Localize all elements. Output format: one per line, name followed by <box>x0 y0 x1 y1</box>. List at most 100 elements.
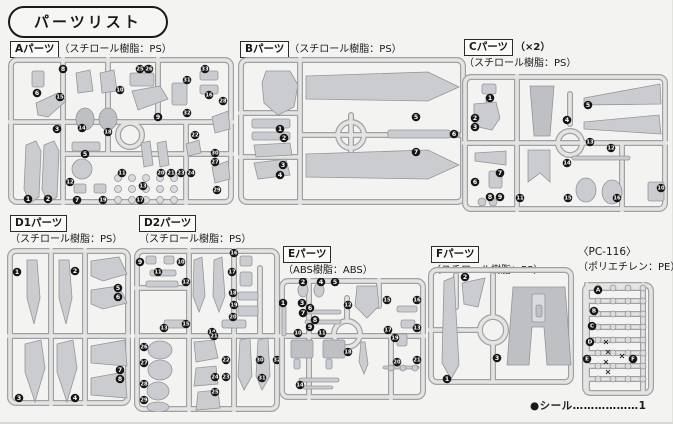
sprue-A-drawing: 1234567891011121314151617181920212223242… <box>8 57 234 205</box>
svg-text:13: 13 <box>586 139 594 145</box>
svg-text:16: 16 <box>613 195 621 201</box>
svg-text:17: 17 <box>228 269 236 275</box>
svg-text:30: 30 <box>256 357 264 363</box>
svg-text:6: 6 <box>473 179 477 186</box>
svg-text:3: 3 <box>281 162 285 169</box>
svg-text:×: × <box>603 358 610 367</box>
svg-text:26: 26 <box>145 66 153 72</box>
svg-text:A: A <box>596 287 601 293</box>
sprue-runners <box>583 282 653 395</box>
svg-text:14: 14 <box>296 382 304 388</box>
svg-text:21: 21 <box>167 170 175 176</box>
svg-text:11: 11 <box>154 269 162 275</box>
svg-text:24: 24 <box>211 374 219 380</box>
section-material-PC: （ポリエチレン：PE） <box>578 261 673 273</box>
svg-text:32: 32 <box>183 110 191 116</box>
svg-text:5: 5 <box>333 279 337 286</box>
svg-text:6: 6 <box>452 131 456 138</box>
svg-text:16: 16 <box>205 92 213 98</box>
section-header-D1: D1パーツ（スチロール樹脂：PS） <box>10 215 122 247</box>
svg-text:5: 5 <box>586 102 590 109</box>
svg-text:1: 1 <box>26 196 30 203</box>
sprue-parts <box>281 282 420 390</box>
sprue-D2-drawing: 9101112131415161718192021222324252627282… <box>134 248 280 412</box>
svg-text:4: 4 <box>565 117 570 124</box>
svg-text:4: 4 <box>278 172 283 179</box>
svg-text:18: 18 <box>344 349 352 355</box>
svg-text:12: 12 <box>182 279 190 285</box>
svg-text:7: 7 <box>498 170 502 177</box>
svg-text:11: 11 <box>516 195 524 201</box>
svg-text:21: 21 <box>413 357 421 363</box>
svg-text:7: 7 <box>301 310 305 317</box>
svg-text:8: 8 <box>61 66 65 73</box>
section-material-B: （スチロール樹脂：PS） <box>289 44 402 55</box>
svg-text:10: 10 <box>657 185 665 191</box>
svg-text:26: 26 <box>140 344 148 350</box>
svg-text:13: 13 <box>413 325 421 331</box>
seal-leader-dots: ……………… <box>572 400 639 412</box>
svg-text:2: 2 <box>301 279 305 286</box>
svg-text:10: 10 <box>294 330 302 336</box>
svg-text:15: 15 <box>56 94 64 100</box>
svg-text:8: 8 <box>313 317 317 324</box>
svg-text:6: 6 <box>308 305 312 312</box>
svg-text:7: 7 <box>414 149 418 156</box>
svg-text:19: 19 <box>391 335 399 341</box>
svg-text:3: 3 <box>300 300 304 307</box>
section-label-D1: D1パーツ <box>10 215 68 233</box>
svg-text:15: 15 <box>383 297 391 303</box>
svg-text:×: × <box>605 368 612 377</box>
sprue-parts <box>441 276 572 380</box>
svg-text:4: 4 <box>73 395 78 402</box>
part-number-markers: 9101112131415161718192021222324252627282… <box>135 248 280 405</box>
seal-note: ●シール………………1 <box>530 398 646 413</box>
svg-text:27: 27 <box>211 159 219 165</box>
svg-text:21: 21 <box>210 333 218 339</box>
part-number-markers: 123 <box>442 272 502 384</box>
section-label-A: Aパーツ <box>10 41 60 59</box>
svg-text:33: 33 <box>201 66 209 72</box>
svg-text:11: 11 <box>118 170 126 176</box>
seal-count: 1 <box>638 400 647 412</box>
section-header-PC: 〈PC-116〉（ポリエチレン：PE） <box>578 245 673 274</box>
svg-text:25: 25 <box>211 389 219 395</box>
svg-text:1: 1 <box>281 300 285 307</box>
sprue-parts <box>594 284 647 383</box>
svg-text:2: 2 <box>473 115 477 122</box>
svg-text:3: 3 <box>17 395 21 402</box>
svg-text:3: 3 <box>473 124 477 131</box>
sprue-parts <box>24 256 128 404</box>
svg-text:F: F <box>631 356 635 362</box>
svg-text:24: 24 <box>187 170 195 176</box>
svg-text:17: 17 <box>384 327 392 333</box>
svg-text:22: 22 <box>222 357 230 363</box>
svg-text:×: × <box>603 338 610 347</box>
seal-label: シール <box>539 400 573 412</box>
svg-text:30: 30 <box>211 150 219 156</box>
svg-text:6: 6 <box>35 90 39 97</box>
svg-text:9: 9 <box>156 114 160 121</box>
svg-text:5: 5 <box>83 151 87 158</box>
svg-text:1: 1 <box>15 269 19 276</box>
svg-text:20: 20 <box>393 359 401 365</box>
section-header-D2: D2パーツ（スチロール樹脂：PS） <box>139 215 251 247</box>
svg-text:31: 31 <box>183 77 191 83</box>
svg-text:B: B <box>592 308 596 314</box>
part-number-markers: 1234567891011121314151617181920212223242… <box>23 64 228 205</box>
sprue-parts <box>473 83 665 207</box>
svg-text:1: 1 <box>278 126 282 133</box>
svg-text:6: 6 <box>116 294 120 301</box>
svg-text:12: 12 <box>66 179 74 185</box>
svg-text:19: 19 <box>99 197 107 203</box>
svg-text:28: 28 <box>140 381 148 387</box>
svg-text:9: 9 <box>308 324 312 331</box>
svg-text:14: 14 <box>563 160 571 166</box>
svg-text:25: 25 <box>136 66 144 72</box>
svg-text:10: 10 <box>177 259 185 265</box>
svg-text:28: 28 <box>219 98 227 104</box>
svg-text:3: 3 <box>55 126 59 133</box>
